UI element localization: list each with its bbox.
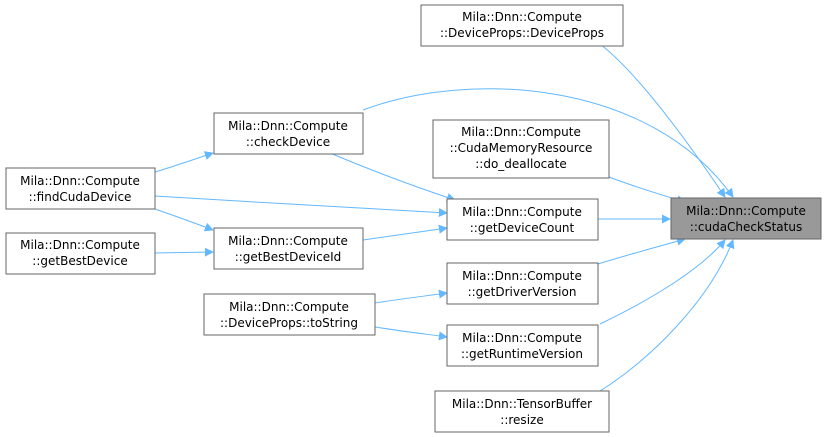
node-get-device-count-line-2: ::getDeviceCount (470, 221, 575, 235)
edge-findcudadevice-to-getdevicecount (154, 195, 448, 218)
edge-getbestdevice-to-getbestdeviceid (154, 247, 214, 257)
node-cuda-check-status-line-1: Mila::Dnn::Compute (686, 204, 806, 218)
node-tensor-buffer-resize[interactable]: Mila::Dnn::TensorBuffer ::resize (434, 390, 610, 433)
node-find-cuda-device-line-2: ::findCudaDevice (29, 190, 132, 204)
node-get-best-device-line-1: Mila::Dnn::Compute (20, 238, 140, 252)
node-do-deallocate-line-3: ::do_deallocate (475, 157, 566, 171)
node-cuda-check-status-line-2: ::cudaCheckStatus (690, 220, 802, 234)
edge-getdriverversion-to-cudacheckstatus (597, 236, 686, 265)
edge-findcudadevice-to-checkdevice (154, 151, 214, 173)
node-check-device-line-1: Mila::Dnn::Compute (228, 119, 348, 133)
node-tensor-buffer-resize-line-1: Mila::Dnn::TensorBuffer (452, 397, 592, 411)
edge-tostring-to-getruntimeversion (374, 326, 448, 341)
edges (154, 43, 735, 392)
edge-resize-to-cudacheckstatus (599, 239, 735, 392)
node-get-runtime-version[interactable]: Mila::Dnn::Compute ::getRuntimeVersion (446, 324, 599, 367)
node-do-deallocate[interactable]: Mila::Dnn::Compute ::CudaMemoryResource … (432, 119, 610, 179)
nodes: Mila::Dnn::Compute ::cudaCheckStatus Mil… (5, 4, 822, 433)
edge-getbestdeviceid-to-getdevicecount (362, 224, 448, 241)
node-do-deallocate-line-2: ::CudaMemoryResource (450, 141, 593, 155)
node-do-deallocate-line-1: Mila::Dnn::Compute (461, 125, 581, 139)
node-device-props-ctor[interactable]: Mila::Dnn::Compute ::DeviceProps::Device… (420, 4, 624, 47)
node-device-props-to-string[interactable]: Mila::Dnn::Compute ::DeviceProps::toStri… (203, 293, 376, 336)
node-get-best-device[interactable]: Mila::Dnn::Compute ::getBestDevice (5, 232, 156, 275)
node-get-driver-version-line-1: Mila::Dnn::Compute (462, 269, 582, 283)
node-device-props-to-string-line-2: ::DeviceProps::toString (220, 316, 358, 330)
edge-getruntimeversion-to-cudacheckstatus (599, 239, 726, 325)
node-get-driver-version[interactable]: Mila::Dnn::Compute ::getDriverVersion (446, 262, 599, 305)
node-get-runtime-version-line-1: Mila::Dnn::Compute (462, 331, 582, 345)
node-get-best-device-id-line-1: Mila::Dnn::Compute (228, 234, 348, 248)
node-device-props-ctor-line-1: Mila::Dnn::Compute (462, 10, 582, 24)
node-device-props-to-string-line-1: Mila::Dnn::Compute (229, 300, 349, 314)
node-find-cuda-device-line-1: Mila::Dnn::Compute (20, 174, 140, 188)
node-device-props-ctor-line-2: ::DeviceProps::DeviceProps (440, 26, 604, 40)
node-get-device-count[interactable]: Mila::Dnn::Compute ::getDeviceCount (446, 198, 599, 241)
node-find-cuda-device[interactable]: Mila::Dnn::Compute ::findCudaDevice (5, 167, 156, 210)
node-get-best-device-line-2: ::getBestDevice (32, 254, 127, 268)
node-cuda-check-status[interactable]: Mila::Dnn::Compute ::cudaCheckStatus (670, 197, 822, 240)
node-get-best-device-id[interactable]: Mila::Dnn::Compute ::getBestDeviceId (213, 227, 364, 270)
node-get-runtime-version-line-2: ::getRuntimeVersion (461, 347, 583, 361)
node-check-device[interactable]: Mila::Dnn::Compute ::checkDevice (213, 112, 364, 155)
edge-tostring-to-getdriverversion (374, 289, 448, 304)
edge-findcudadevice-to-getbestdeviceid (154, 208, 214, 232)
node-get-driver-version-line-2: ::getDriverVersion (468, 285, 577, 299)
node-tensor-buffer-resize-line-2: ::resize (500, 413, 543, 427)
node-get-best-device-id-line-2: ::getBestDeviceId (235, 250, 342, 264)
edge-checkdevice-to-cudacheckstatus (362, 88, 734, 198)
edge-deviceprops-to-cudacheckstatus (599, 43, 726, 198)
node-get-device-count-line-1: Mila::Dnn::Compute (462, 205, 582, 219)
node-check-device-line-2: ::checkDevice (246, 135, 330, 149)
edge-checkdevice-to-getdevicecount (329, 152, 456, 202)
